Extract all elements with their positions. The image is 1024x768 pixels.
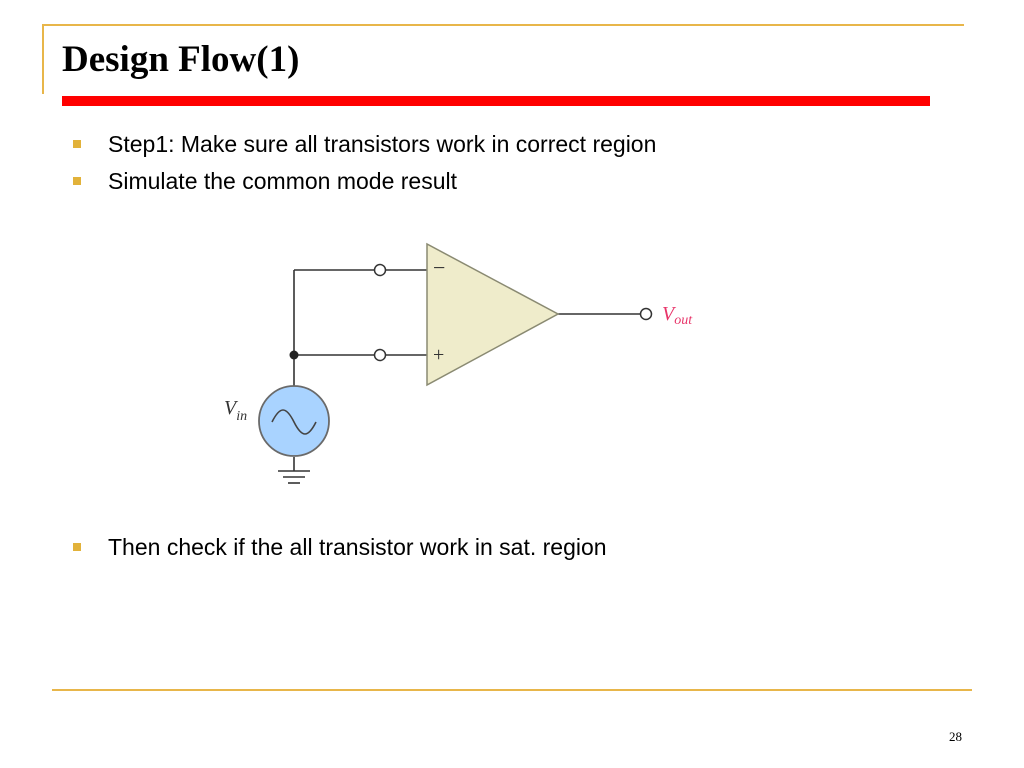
output-terminal bbox=[639, 307, 653, 321]
plus-terminal bbox=[373, 348, 387, 362]
minus-terminal bbox=[373, 263, 387, 277]
vin-label: Vin bbox=[224, 397, 247, 424]
page-number: 28 bbox=[949, 729, 962, 744]
slide-title: Design Flow(1) bbox=[62, 39, 300, 80]
frame-left-line bbox=[42, 24, 44, 94]
vout-label: Vout bbox=[662, 303, 693, 328]
bullet-item: Simulate the common mode result bbox=[70, 163, 656, 200]
bullet-text: Then check if the all transistor work in… bbox=[108, 534, 607, 560]
circuit-wires bbox=[278, 269, 640, 484]
frame-top-line bbox=[42, 24, 964, 26]
inverting-input-label: − bbox=[433, 255, 445, 280]
sine-wave-icon bbox=[271, 409, 317, 435]
opamp-triangle bbox=[426, 242, 560, 387]
square-bullet-icon bbox=[73, 140, 81, 148]
bullet-text: Simulate the common mode result bbox=[108, 168, 457, 194]
footer-line bbox=[52, 689, 972, 691]
bullet-list: Step1: Make sure all transistors work in… bbox=[70, 126, 656, 200]
noninverting-input-label: + bbox=[433, 344, 444, 366]
bullet-text: Step1: Make sure all transistors work in… bbox=[108, 131, 657, 157]
bullet-item: Step1: Make sure all transistors work in… bbox=[70, 126, 656, 163]
square-bullet-icon bbox=[73, 177, 81, 185]
opamp-circuit-diagram: − + Vin Vout bbox=[224, 242, 693, 484]
junction-dot bbox=[289, 350, 299, 360]
title-underline bbox=[62, 96, 930, 106]
bullet-item: Then check if the all transistor work in… bbox=[70, 529, 607, 566]
square-bullet-icon bbox=[73, 543, 81, 551]
